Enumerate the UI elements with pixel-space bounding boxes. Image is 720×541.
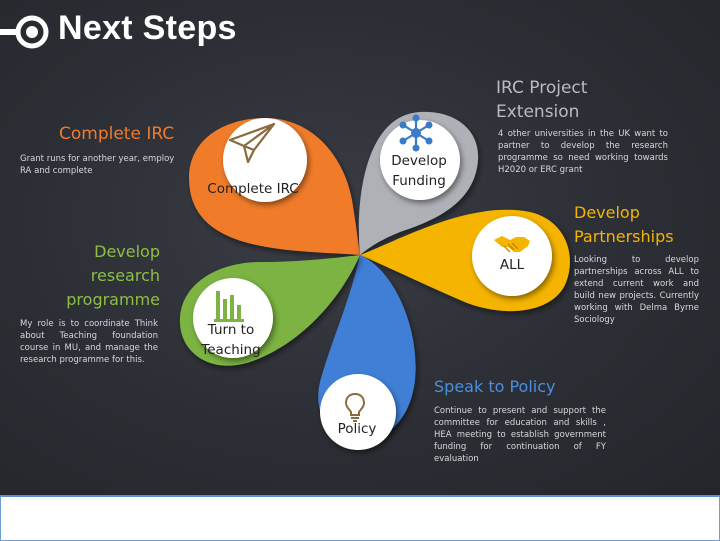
handshake-icon [494, 236, 530, 253]
petal-label-complete-irc: Complete IRC [207, 181, 299, 197]
target-icon [0, 15, 49, 49]
text-research: My role is to coordinate Think about Tea… [20, 319, 158, 365]
page-title: Next Steps [58, 9, 237, 47]
text-partnerships: Looking to develop partnerships across A… [574, 255, 699, 325]
lightbulb-icon [344, 392, 366, 422]
heading-complete-irc: Complete IRC [59, 124, 175, 144]
paper-plane-icon [228, 122, 276, 164]
footer-panel [0, 495, 720, 541]
text-complete-irc: Grant runs for another year, employ RA a… [20, 154, 175, 176]
petal-label-turn-to-teaching: Turn to Teaching [201, 322, 261, 358]
heading-irc-extension: IRC Project Extension [496, 78, 588, 122]
network-icon [399, 114, 433, 152]
pinwheel-diagram [179, 111, 570, 450]
petal-label-policy: Policy [337, 421, 377, 437]
heading-partnerships: Develop Partnerships [574, 203, 674, 246]
text-irc-extension: 4 other universities in the UK want to p… [498, 129, 668, 175]
petal-label-all: ALL [499, 257, 525, 273]
slide: Next Steps [0, 0, 720, 495]
text-policy: Continue to present and support the comm… [434, 406, 606, 464]
heading-research: Develop research programme [66, 242, 160, 309]
bar-chart-icon [214, 291, 244, 322]
heading-policy: Speak to Policy [434, 377, 556, 396]
petal-label-develop-funding: Develop Funding [391, 153, 447, 189]
